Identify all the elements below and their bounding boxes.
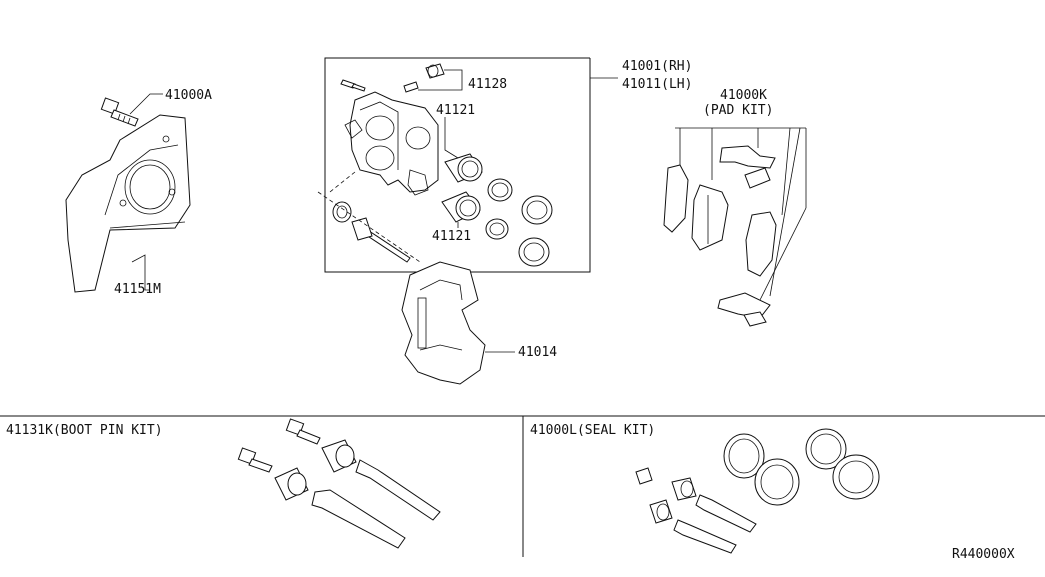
piston-lower-part — [441, 191, 481, 223]
reference-code: R440000X — [952, 547, 1015, 562]
pad-kit-bracket — [675, 127, 807, 301]
leader-41121-top — [444, 117, 459, 159]
bolt-41000a-part — [100, 97, 139, 127]
piston-upper-part — [444, 153, 483, 183]
seal-kit-parts — [635, 428, 880, 554]
brake-pads-part — [663, 145, 777, 327]
label-seal-kit: 41000L(SEAL KIT) — [530, 423, 655, 438]
label-41128: 41128 — [468, 77, 507, 92]
leader-41000a — [129, 93, 163, 115]
label-boot-pin-kit: 41131K(BOOT PIN KIT) — [6, 423, 163, 438]
caliper-assembly-box — [324, 57, 591, 273]
label-41001-rh: 41001(RH) — [622, 59, 692, 74]
label-41000k: 41000K — [720, 88, 767, 103]
label-41121-top: 41121 — [436, 103, 475, 118]
splash-shield-part — [65, 114, 191, 293]
caliper-seals-part — [485, 178, 553, 267]
torque-member-part — [401, 261, 486, 385]
label-41121-bot: 41121 — [432, 229, 471, 244]
caliper-pin-part — [332, 201, 411, 263]
label-41000a: 41000A — [165, 88, 212, 103]
caliper-body-part — [344, 91, 439, 196]
label-pad-kit: (PAD KIT) — [703, 103, 773, 118]
leader-41128 — [418, 69, 463, 91]
label-41151m: 41151M — [114, 282, 161, 297]
label-41014: 41014 — [518, 345, 557, 360]
label-41011-lh: 41011(LH) — [622, 77, 692, 92]
boot-pin-kit-parts — [237, 418, 441, 549]
leader-41151m — [131, 254, 150, 291]
bleeder-screw-part — [340, 63, 445, 93]
caliper-dashed-guide-2 — [329, 171, 356, 193]
